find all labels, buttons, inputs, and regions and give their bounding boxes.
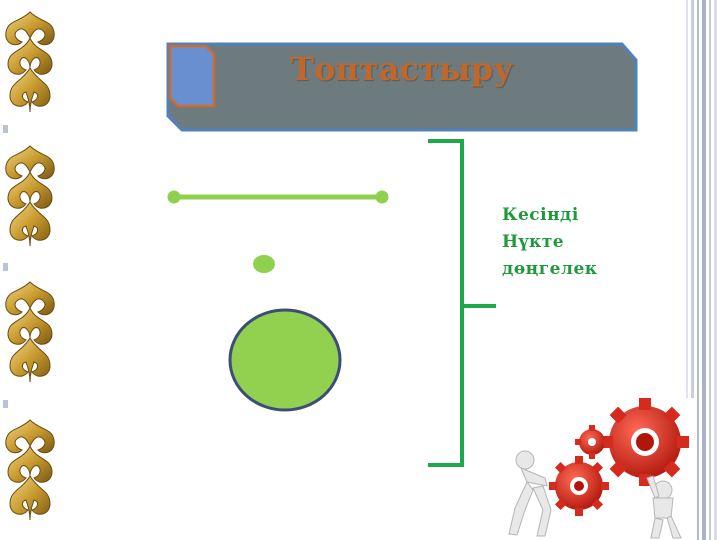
title-banner — [166, 42, 638, 132]
title-tab — [168, 44, 216, 108]
bullet-marker — [3, 400, 8, 408]
bullet-marker — [3, 263, 8, 271]
gear-small-icon — [575, 425, 609, 459]
circle-shape — [228, 308, 342, 412]
label-segment: Кесінді — [502, 205, 579, 225]
ornament-motif — [5, 419, 55, 521]
bullet-marker — [3, 125, 8, 133]
right-edge-stripes — [686, 0, 717, 540]
ornament-motif — [5, 281, 55, 383]
gears-illustration — [487, 398, 697, 540]
ornament-motif — [5, 145, 55, 247]
figure-right-icon — [646, 475, 682, 539]
figure-left-icon — [508, 450, 552, 537]
gear-medium-icon — [549, 456, 609, 516]
gear-large-icon — [601, 398, 689, 486]
shapes-illustration — [167, 190, 389, 412]
labels-list: Кесінді Нүкте дөңгелек — [502, 202, 598, 283]
ornament-motif — [5, 11, 55, 113]
ornament-strip — [5, 11, 55, 521]
grouping-bracket — [428, 139, 496, 467]
label-circle: дөңгелек — [502, 259, 598, 279]
segment-endpoint-left — [167, 190, 181, 204]
slide-title: Топтастыру — [290, 50, 514, 88]
label-point: Нүкте — [502, 232, 565, 252]
point-dot — [253, 255, 275, 273]
segment-endpoint-right — [375, 190, 389, 204]
